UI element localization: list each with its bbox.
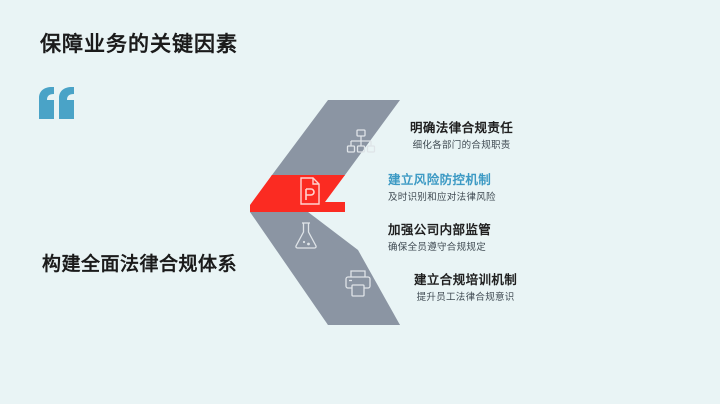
chevron-band-red-top <box>250 175 345 212</box>
quote-mark-icon <box>37 86 77 120</box>
chevron-lower-arm <box>250 212 400 325</box>
item-description: 提升员工法律合规意识 <box>416 291 515 303</box>
item-title: 明确法律合规责任 <box>410 121 514 135</box>
item-title: 加强公司内部监管 <box>388 223 492 237</box>
flask-icon <box>291 220 321 250</box>
item-title: 建立风险防控机制 <box>388 173 492 187</box>
slide-subtitle: 构建全面法律合规体系 <box>42 254 238 275</box>
item-title: 建立合规培训机制 <box>414 273 518 287</box>
list-item: 加强公司内部监管 确保全员遵守合规规定 <box>388 222 491 255</box>
document-p-icon <box>295 176 325 206</box>
list-item: 明确法律合规责任 细化各部门的合规职责 <box>410 120 513 153</box>
item-description: 细化各部门的合规职责 <box>412 139 511 151</box>
chevron-diagram <box>250 100 400 325</box>
page-title: 保障业务的关键因素 <box>40 33 238 56</box>
list-item: 建立风险防控机制 及时识别和应对法律风险 <box>388 172 496 205</box>
printer-icon <box>343 268 373 298</box>
item-description: 及时识别和应对法律风险 <box>388 191 496 203</box>
chevron-band-1 <box>272 100 400 175</box>
list-item: 建立合规培训机制 提升员工法律合规意识 <box>414 272 517 305</box>
hierarchy-icon <box>346 128 376 158</box>
item-description: 确保全员遵守合规规定 <box>388 241 487 253</box>
